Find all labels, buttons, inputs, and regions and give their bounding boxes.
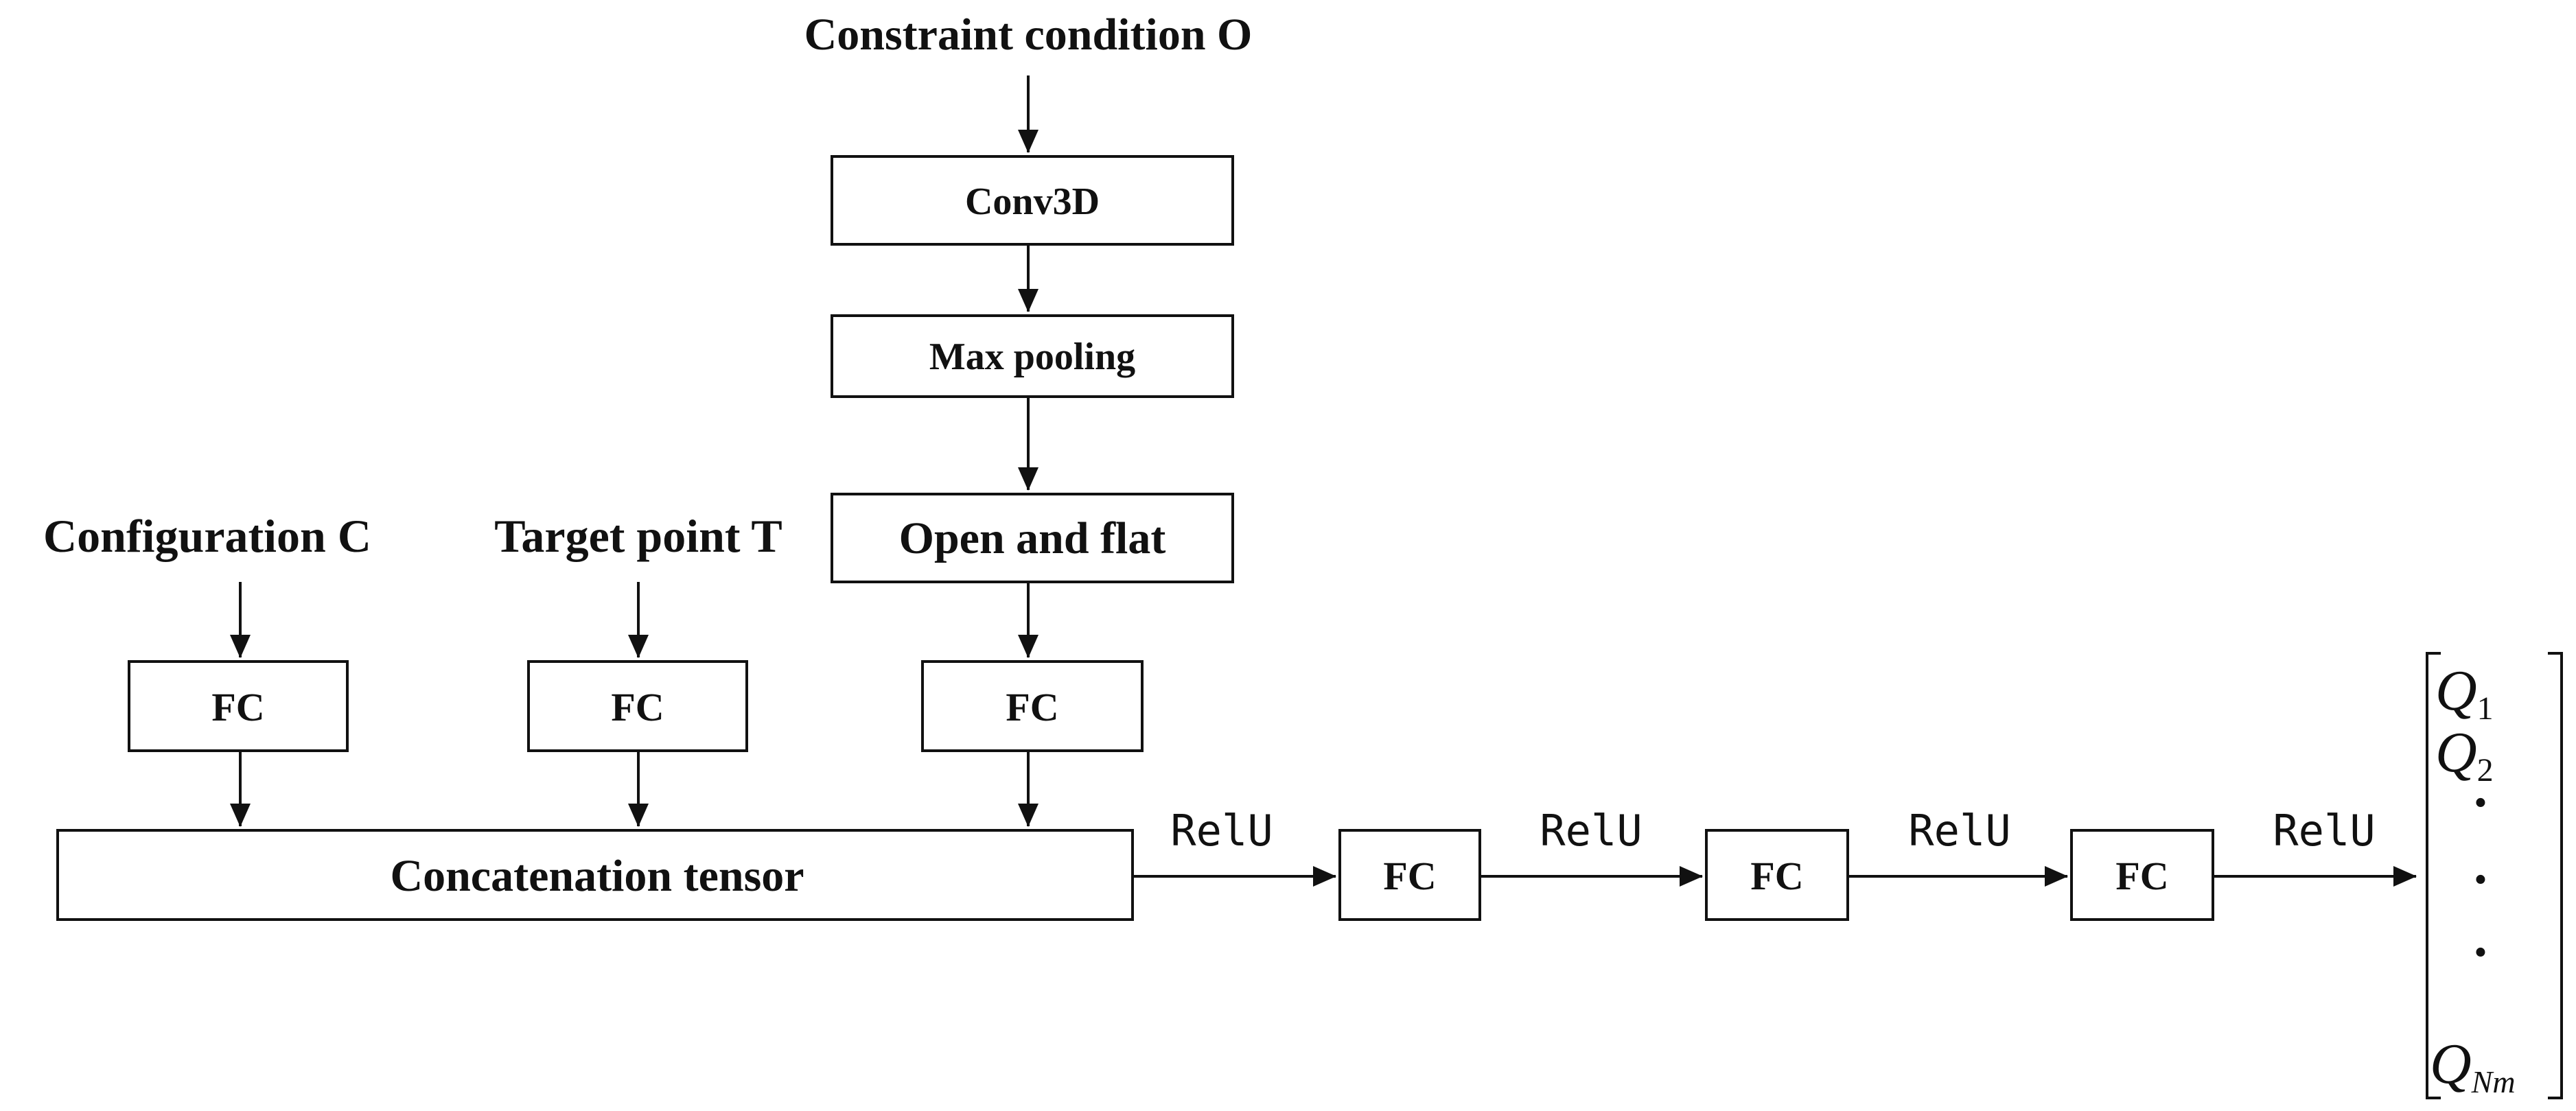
fc-constraint-label: FC (1006, 685, 1058, 729)
max-pooling-label: Max pooling (929, 336, 1135, 378)
target-input-label: Target point T (494, 510, 782, 562)
relu-label-1: RelU (1170, 806, 1273, 856)
relu-label-2: RelU (1540, 806, 1642, 856)
conv3d-box (831, 155, 1234, 246)
fc-config-box (128, 660, 349, 752)
right-bracket (2548, 652, 2563, 1099)
fc-constraint-box (921, 660, 1144, 752)
fc-target-box (527, 660, 748, 752)
output-q1: Q1 (2435, 659, 2494, 727)
concatenation-box (56, 829, 1134, 921)
fc-2-box (1705, 829, 1849, 921)
max-pooling-box (831, 314, 1234, 398)
output-qnm: QNm (2430, 1032, 2516, 1099)
conv3d-label: Conv3D (965, 180, 1100, 223)
configuration-input-label: Configuration C (43, 510, 371, 562)
constraint-input-label: Constraint condition O (804, 10, 1253, 60)
output-dot-2: · (2472, 850, 2490, 910)
output-q2: Q2 (2435, 721, 2494, 788)
open-flat-label: Open and flat (899, 513, 1166, 563)
fc-2-label: FC (1750, 854, 1803, 898)
fc-3-label: FC (2115, 854, 2168, 898)
output-dot-1: · (2472, 773, 2490, 833)
fc-config-label: FC (211, 685, 264, 729)
concatenation-label: Concatenation tensor (390, 851, 804, 901)
output-vector: Q1 Q2 · · · QNm (2426, 652, 2563, 1099)
open-flat-box (831, 493, 1234, 583)
fc-3-box (2070, 829, 2214, 921)
relu-label-3: RelU (1908, 806, 2010, 856)
left-bracket (2426, 652, 2441, 1099)
relu-label-4: RelU (2273, 806, 2375, 856)
fc-target-label: FC (611, 685, 664, 729)
fc-1-label: FC (1383, 854, 1436, 898)
output-dot-3: · (2472, 922, 2490, 983)
fc-1-box (1338, 829, 1481, 921)
